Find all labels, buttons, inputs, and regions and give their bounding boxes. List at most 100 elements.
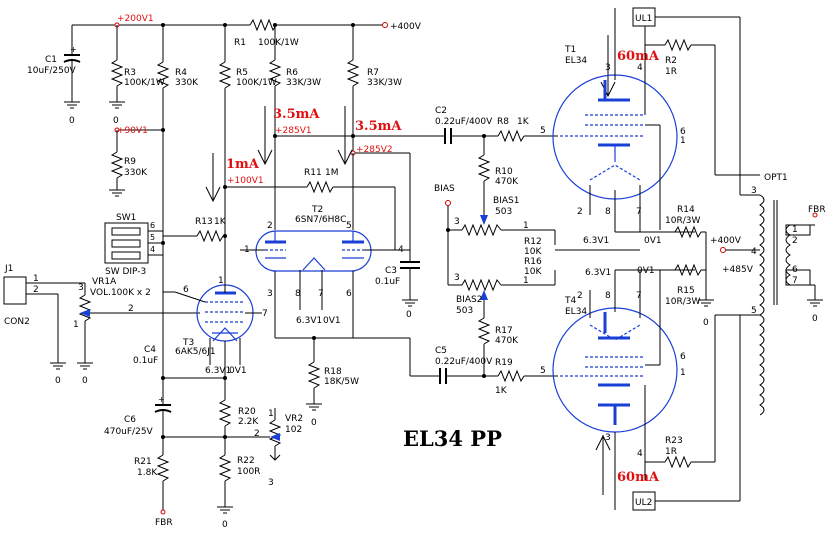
- t1-heater-63v: 6.3V1: [583, 236, 609, 246]
- fbr-label-right: FBR: [808, 205, 826, 215]
- r9-ref: R9: [124, 157, 136, 167]
- c3-ref: C3: [385, 266, 397, 276]
- r23-ref: R23: [665, 436, 683, 446]
- t1-pin4: 4: [637, 63, 643, 73]
- t3-pin1: 1: [218, 276, 224, 286]
- r19-ref: R19: [495, 358, 513, 368]
- r21-resistor: [156, 437, 170, 515]
- bias2-potentiometer: [448, 278, 555, 318]
- opt1-transformer: [759, 194, 823, 416]
- t1-heater-0v: 0V1: [644, 236, 662, 246]
- t2-pin3: 3: [267, 289, 273, 299]
- c1-ref: C1: [45, 55, 57, 65]
- bias2-pin1: 1: [523, 276, 529, 286]
- vr2-ref: VR2: [285, 414, 303, 424]
- opt1-pin6: 6: [792, 265, 798, 275]
- j1-pin2: 2: [33, 285, 39, 295]
- opt1-pin4: 4: [751, 247, 757, 257]
- opt1-ref: OPT1: [764, 173, 788, 183]
- ul2-label: UL2: [635, 498, 652, 508]
- r3-ref: R3: [124, 68, 136, 78]
- rail-200v: [72, 22, 250, 28]
- r5-value: 100K/1W: [236, 78, 277, 88]
- t3-tube: [163, 275, 262, 378]
- bias1-potentiometer: [448, 215, 555, 237]
- sw1-pin-a: 6: [150, 221, 155, 230]
- svg-text:+: +: [158, 395, 165, 404]
- t1-pin2: 2: [577, 207, 583, 217]
- sw1-pin-b: 5: [150, 233, 155, 242]
- opt1-pin7: 7: [792, 276, 798, 286]
- t1-pin8: 8: [605, 207, 611, 217]
- r21-value: 1.8K: [137, 468, 158, 478]
- sw1-value: SW DIP-3: [105, 267, 146, 277]
- t1-tube: [552, 7, 695, 233]
- t4-pin8: 8: [605, 291, 611, 301]
- sw1-ref: SW1: [116, 213, 136, 223]
- j1-ref: J1: [4, 264, 13, 274]
- vr2-pin2: 2: [254, 429, 260, 439]
- r20-value: 2.2K: [238, 417, 259, 427]
- t4-value: EL34: [565, 307, 587, 317]
- r4-value: 330K: [175, 78, 199, 88]
- fbr-label-bottom: FBR: [155, 518, 173, 528]
- t4-ref: T4: [564, 296, 576, 306]
- ul1-label: UL1: [635, 14, 652, 24]
- opt1-pin5: 5: [751, 306, 757, 316]
- bias2-value: 503: [456, 306, 473, 316]
- c3-gnd: 0: [406, 310, 412, 320]
- r18-gnd: 0: [311, 418, 317, 428]
- current-i1: 3.5mA: [273, 107, 320, 122]
- r9-value: 330K: [124, 168, 148, 178]
- current-i3: 1mA: [226, 157, 260, 172]
- r10-ref: R10: [495, 167, 513, 177]
- r12-r16-resistors: [554, 230, 640, 285]
- r1-resistor: [249, 18, 388, 32]
- r15-value: 10R/3W: [665, 297, 700, 307]
- svg-text:+: +: [70, 45, 77, 54]
- t4-heater-63v: 6.3V1: [585, 268, 611, 278]
- t2-pin2: 2: [267, 221, 273, 231]
- t2-value: 6SN7/6H8C: [295, 215, 346, 225]
- r9-resistor: [109, 130, 125, 197]
- t4-pin2: 2: [577, 291, 583, 301]
- r22-value: 100R: [237, 467, 260, 477]
- r1-ref: R1: [234, 38, 246, 48]
- t2-pin7: 7: [318, 289, 324, 299]
- r3-resistor: [109, 25, 125, 109]
- t2-heater-63v: 6.3V1: [296, 316, 322, 326]
- r6-value: 33K/3W: [286, 78, 321, 88]
- r15-ref: R15: [677, 286, 695, 296]
- bias2-ref: BIAS2: [456, 295, 482, 305]
- r14-value: 10R/3W: [665, 216, 700, 226]
- r7-value: 33K/3W: [367, 78, 402, 88]
- r14-resistor: [660, 225, 714, 307]
- t2-heater-0v: 0V1: [323, 316, 341, 326]
- current-i4: 60mA: [617, 49, 660, 64]
- j1-pin1: 1: [33, 274, 39, 284]
- node-400v-mid: +400V: [710, 236, 742, 246]
- vr2-pin3: 3: [268, 478, 274, 488]
- c5-capacitor: [353, 337, 498, 384]
- t3-value: 6AK5/6J1: [175, 347, 216, 357]
- vr1-pin2: 2: [128, 304, 134, 314]
- r14-ref: R14: [677, 205, 695, 215]
- r20-ref: R20: [238, 407, 256, 417]
- current-arrows: [205, 35, 616, 495]
- t2-pin8: 8: [295, 289, 301, 299]
- r19-resistor: [497, 369, 558, 383]
- c1-value: 10uF/250V: [27, 66, 77, 76]
- t4-pin5: 5: [540, 366, 546, 376]
- bias1-pin1: 1: [523, 221, 529, 231]
- r16-ref: R16: [524, 257, 542, 267]
- t1-pin5: 5: [540, 126, 546, 136]
- r14-gnd: 0: [703, 318, 709, 328]
- r2-value: 1R: [665, 67, 677, 77]
- r13-resistor: [163, 229, 225, 243]
- t3-heater-63v: 6.3V1: [205, 366, 231, 376]
- vr1-ref: VR1A: [92, 277, 117, 287]
- c4-ref: C4: [144, 345, 156, 355]
- current-i5: 60mA: [617, 470, 660, 485]
- c3-value: 0.1uF: [375, 277, 400, 287]
